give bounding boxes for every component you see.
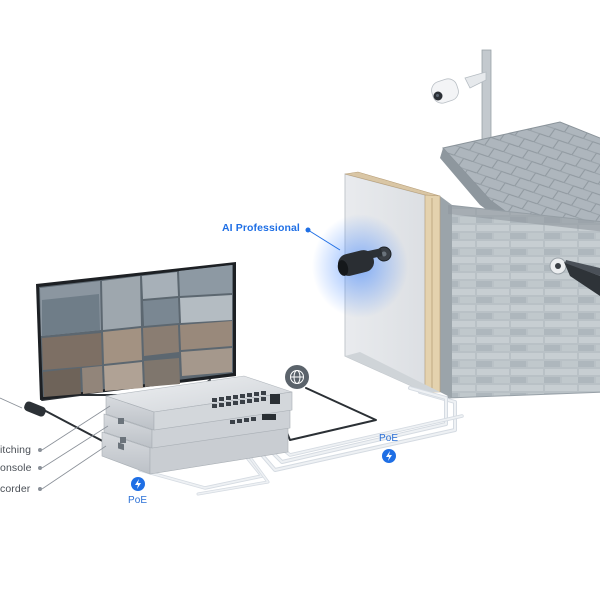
label-leaders: [0, 397, 111, 490]
leader-dot: [38, 466, 42, 470]
camera-callout-line: [307, 229, 341, 251]
poe-right-lightning-icon: [382, 449, 396, 463]
console-label: onsole: [0, 462, 32, 474]
poe-left-lightning-icon: [131, 477, 145, 491]
poe-right-label: PoE: [379, 433, 399, 444]
monitor: [24, 262, 236, 417]
wall-camera-icon: [549, 257, 600, 296]
switching-label: itching: [0, 444, 32, 456]
camera-callout-dot: [305, 227, 311, 233]
camera-feed-grid: [40, 265, 232, 397]
device-stack: [101, 375, 293, 475]
pole-camera-icon: [431, 71, 487, 104]
leader-dot: [38, 487, 42, 491]
globe-icon: [285, 365, 309, 389]
mounting-pole: [481, 49, 492, 151]
camera-label: AI Professional: [222, 222, 300, 234]
ai-professional-camera: [312, 214, 408, 318]
poe-left-label: PoE: [128, 495, 148, 506]
leader-dot: [38, 448, 42, 452]
brick-wall: [447, 204, 600, 399]
switch-ports: [212, 391, 280, 408]
recorder-label: corder: [0, 483, 31, 495]
